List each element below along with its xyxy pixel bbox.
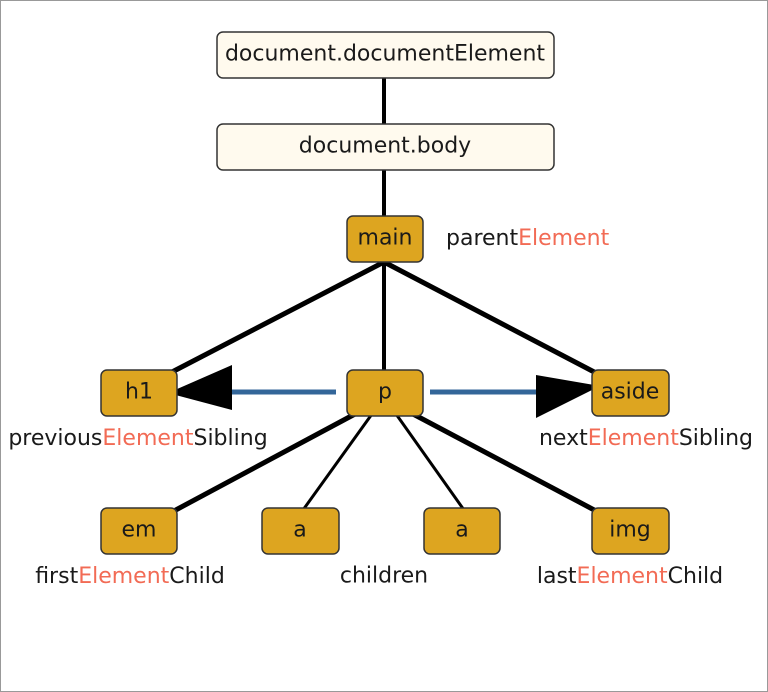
edge-p-a1 bbox=[301, 413, 374, 511]
node-body: document.body bbox=[216, 123, 555, 171]
node-label: main bbox=[358, 226, 413, 251]
edge-p-img bbox=[411, 411, 600, 515]
node-label: a bbox=[293, 518, 306, 543]
node-img: img bbox=[591, 507, 670, 555]
next-sibling-arrowhead bbox=[536, 375, 600, 418]
edge-p-a2 bbox=[394, 413, 466, 511]
edge-p-em bbox=[170, 411, 357, 515]
node-main: main bbox=[346, 215, 424, 263]
node-label: document.documentElement bbox=[225, 42, 545, 67]
node-label: document.body bbox=[299, 134, 471, 159]
node-aside: aside bbox=[591, 369, 670, 417]
node-label: em bbox=[122, 518, 157, 543]
node-label: h1 bbox=[125, 380, 153, 405]
previous-sibling-arrowhead bbox=[168, 365, 232, 410]
node-a-second: a bbox=[423, 507, 501, 555]
edge-main-h1 bbox=[170, 259, 386, 375]
node-label: img bbox=[609, 518, 651, 543]
caption-parent-element: parentElement bbox=[446, 226, 610, 251]
caption-first-element-child: firstElementChild bbox=[35, 564, 225, 589]
node-p: p bbox=[346, 369, 424, 417]
node-label: p bbox=[378, 380, 392, 405]
node-label: aside bbox=[601, 380, 660, 405]
node-em: em bbox=[100, 507, 178, 555]
edge-main-aside bbox=[382, 259, 600, 377]
node-a-first: a bbox=[261, 507, 340, 555]
caption-next-element-sibling: nextElementSibling bbox=[539, 426, 753, 451]
caption-children: children bbox=[340, 564, 428, 589]
node-h1: h1 bbox=[100, 369, 178, 417]
tree-edges bbox=[170, 78, 600, 515]
caption-previous-element-sibling: previousElementSibling bbox=[8, 426, 267, 451]
caption-last-element-child: lastElementChild bbox=[537, 564, 723, 589]
node-document-element: document.documentElement bbox=[216, 31, 555, 79]
sibling-arrows bbox=[168, 365, 600, 418]
node-label: a bbox=[455, 518, 468, 543]
